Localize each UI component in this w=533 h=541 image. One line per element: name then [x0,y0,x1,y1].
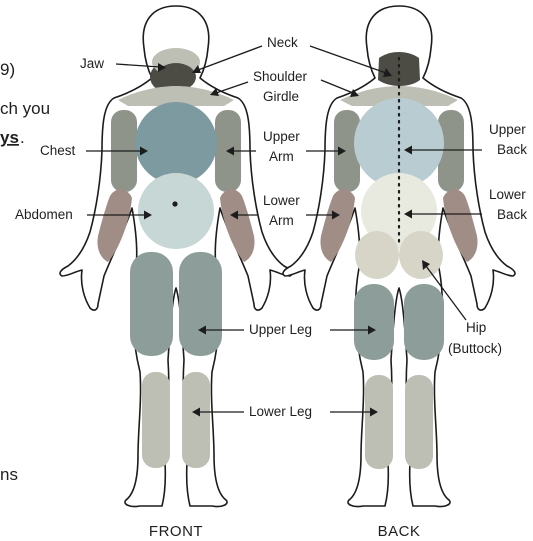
front-caption: FRONT [149,523,203,540]
front-chest-region [135,102,217,184]
back-right-upper-leg [354,284,394,360]
label-hip-line1: Hip [466,320,486,335]
back-figure: BACK [283,6,515,540]
label-lower-arm-line2: Arm [269,213,294,228]
label-lower-back-line2: Back [497,207,527,222]
back-caption: BACK [378,523,421,540]
label-lower-leg: Lower Leg [249,404,312,419]
label-upper-leg: Upper Leg [249,322,312,337]
front-left-lower-leg [182,372,210,468]
back-left-lower-leg [405,375,433,469]
label-upper-back-line1: Upper [489,122,526,137]
label-shoulder-line1: Shoulder [253,69,308,84]
fragment-line3-bold: ys [0,128,19,147]
front-right-upper-leg [130,252,173,356]
label-abdomen: Abdomen [15,207,73,222]
fragment-line2: ch you [0,99,50,118]
back-left-upper-leg [404,284,444,360]
fragment-top: 9) [0,60,15,79]
label-chest: Chest [40,143,76,158]
front-navel [172,201,177,206]
front-abdomen-region [138,173,214,249]
label-upper-back-line2: Back [497,142,527,157]
pointer-shoulder-front [216,82,248,93]
label-lower-back-line1: Lower [489,187,526,202]
front-right-lower-leg [142,372,170,468]
label-upper-arm-line2: Arm [269,149,294,164]
label-jaw: Jaw [80,56,104,71]
label-upper-arm-line1: Upper [263,129,300,144]
pointer-shoulder-back [321,80,353,93]
label-shoulder-line2: Girdle [263,89,299,104]
label-neck: Neck [267,35,298,50]
fragment-line3-end: . [20,128,25,147]
back-right-lower-leg [365,375,393,469]
fragment-bottom: ns [0,465,18,484]
back-right-hip-region [355,231,399,279]
front-figure: FRONT [60,6,292,540]
label-hip-line2: (Buttock) [448,341,502,356]
label-lower-arm-line1: Lower [263,193,300,208]
front-left-upper-leg [179,252,222,356]
back-left-hip-region [399,231,443,279]
